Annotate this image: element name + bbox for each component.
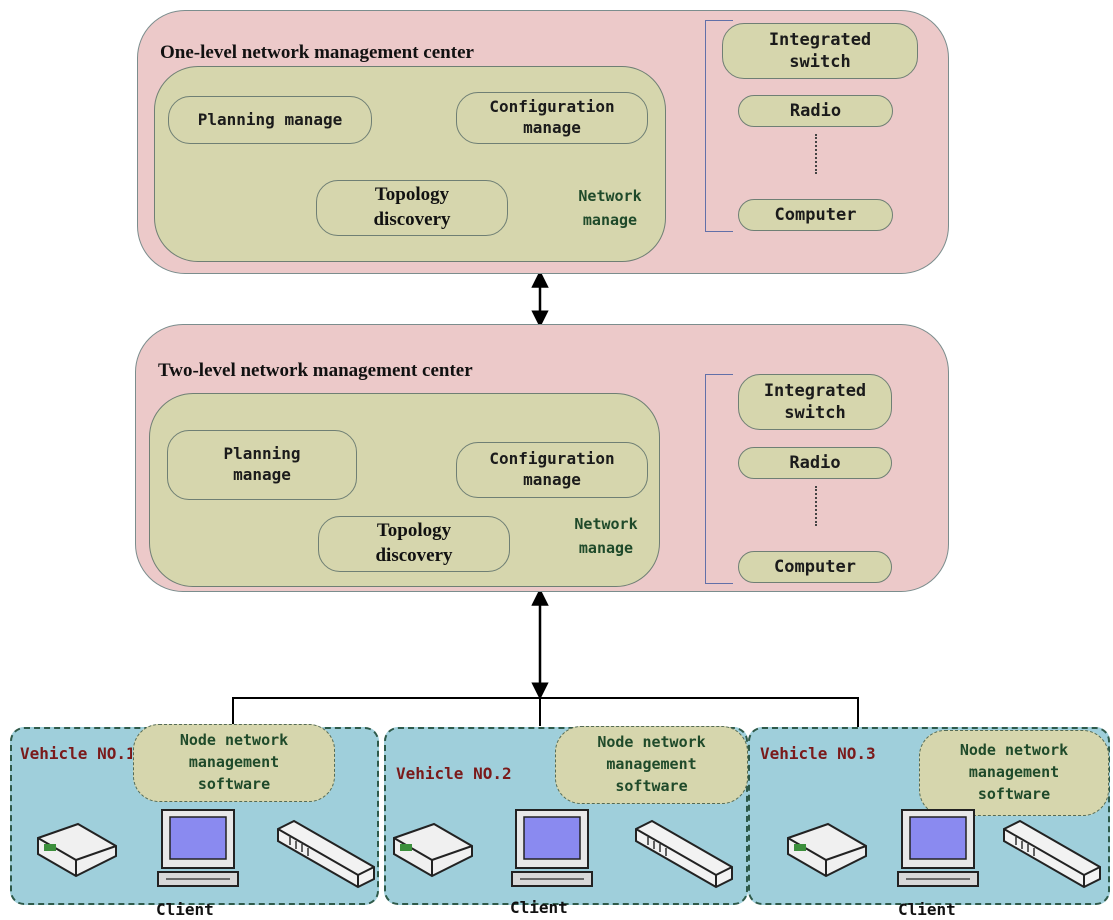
two-level-center-title: Two-level network management center <box>158 360 473 381</box>
router-icon <box>787 822 867 878</box>
devices-bracket-2 <box>705 374 733 584</box>
planning-manage-1: Planning manage <box>168 96 372 144</box>
network-manage-label-1: Network manage <box>578 187 642 229</box>
router-icon <box>393 822 473 878</box>
configuration-manage-1: Configuration manage <box>456 92 648 144</box>
device-computer-1: Computer <box>738 199 893 231</box>
topology-discovery-1: Topology discovery <box>316 180 508 236</box>
device-computer-2: Computer <box>738 551 892 583</box>
devices-bracket-1 <box>705 20 733 232</box>
switch-icon <box>635 819 733 889</box>
configuration-manage-2: Configuration manage <box>456 442 648 498</box>
device-radio-1: Radio <box>738 95 893 127</box>
vehicle-3-label: Vehicle NO.3 <box>760 744 876 763</box>
vehicle-1-label: Vehicle NO.1 <box>20 744 132 763</box>
planning-manage-2: Planning manage <box>167 430 357 500</box>
vehicle-1-client-label: Client <box>156 900 214 919</box>
switch-icon <box>1003 819 1101 889</box>
device-radio-2: Radio <box>738 447 892 479</box>
vehicle-2-node-software: Node network management software <box>555 726 748 804</box>
vehicle-2-label: Vehicle NO.2 <box>396 764 512 783</box>
computer-icon <box>157 809 239 887</box>
devices-ellipsis-2 <box>815 486 817 526</box>
router-icon <box>37 822 117 878</box>
device-integrated-switch-2: Integrated switch <box>738 374 892 430</box>
switch-icon <box>277 819 375 889</box>
devices-ellipsis-1 <box>815 134 817 174</box>
vehicle-3-node-software: Node network management software <box>919 730 1109 816</box>
computer-icon <box>897 809 979 887</box>
vehicle-3-client-label: Client <box>898 900 956 919</box>
vehicle-1-node-software: Node network management software <box>133 724 335 802</box>
vehicle-2-client-label: Client <box>510 898 568 917</box>
computer-icon <box>511 809 593 887</box>
network-manage-label-2: Network manage <box>574 515 638 557</box>
one-level-center-title: One-level network management center <box>160 42 474 63</box>
vehicle-bus-line <box>232 697 859 730</box>
topology-discovery-2: Topology discovery <box>318 516 510 572</box>
device-integrated-switch-1: Integrated switch <box>722 23 918 79</box>
